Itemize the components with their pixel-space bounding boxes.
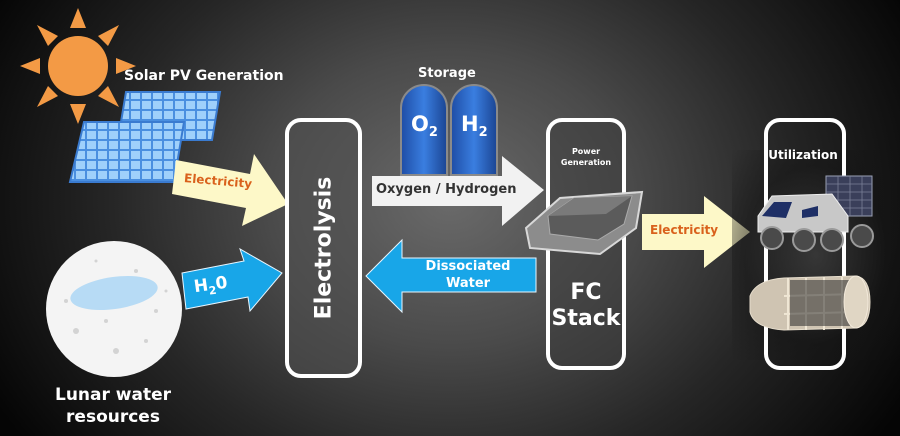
lunar-rover-image (752, 172, 900, 258)
lunar-water-label-line1: Lunar water (54, 385, 172, 405)
oxygen-subscript: 2 (428, 125, 438, 141)
oxygen-hydrogen-label: Oxygen / Hydrogen (376, 182, 517, 197)
dissociated-water-line1: Dissociated (425, 259, 511, 274)
oxygen-tank: O2 (400, 84, 448, 176)
hydrogen-subscript: 2 (478, 125, 488, 141)
electrolysis-box: Electrolysis (285, 118, 362, 378)
fc-stack-device-image (520, 188, 646, 258)
fc-stack-line2: Stack (551, 306, 621, 331)
electricity-arrow-solar: Electricity (172, 152, 290, 226)
electricity-arrow-fc: Electricity (642, 196, 752, 268)
hydrogen-symbol: H (461, 112, 479, 136)
water-arrow: H20 (180, 247, 284, 317)
utilization-label: Utilization (768, 148, 838, 162)
electrolysis-label: Electrolysis (311, 176, 336, 320)
h2o-label-tail: 0 (214, 272, 229, 295)
oxygen-tank-label: O2 (411, 112, 438, 140)
dissociated-water-label: Dissociated Water (408, 258, 528, 292)
dissociated-water-arrow: Dissociated Water (365, 238, 538, 314)
electricity-label-fc: Electricity (650, 223, 719, 237)
h2o-label-h: H (192, 275, 210, 298)
lunar-water-label: Lunar water resources (30, 384, 196, 428)
solar-panel-icon (64, 90, 224, 190)
h2o-label: H20 (193, 273, 230, 300)
oxygen-symbol: O (411, 112, 429, 136)
fc-stack-line1: FC (570, 280, 602, 305)
power-caption-line2: Generation (560, 158, 612, 167)
storage-title: Storage (418, 66, 476, 81)
lunar-water-image (46, 241, 182, 377)
lunar-habitat-image (744, 272, 878, 338)
oxygen-hydrogen-arrow: Oxygen / Hydrogen (372, 156, 546, 228)
sun-icon (18, 6, 138, 126)
power-generation-caption: Power Generation (550, 146, 622, 168)
dissociated-water-line2: Water (445, 276, 491, 291)
solar-pv-label: Solar PV Generation (124, 68, 284, 84)
hydrogen-tank: H2 (450, 84, 498, 176)
fc-stack-label: FC Stack (550, 280, 622, 332)
power-caption-line1: Power (571, 147, 601, 156)
hydrogen-tank-label: H2 (461, 112, 488, 140)
lunar-water-label-line2: resources (66, 407, 160, 427)
